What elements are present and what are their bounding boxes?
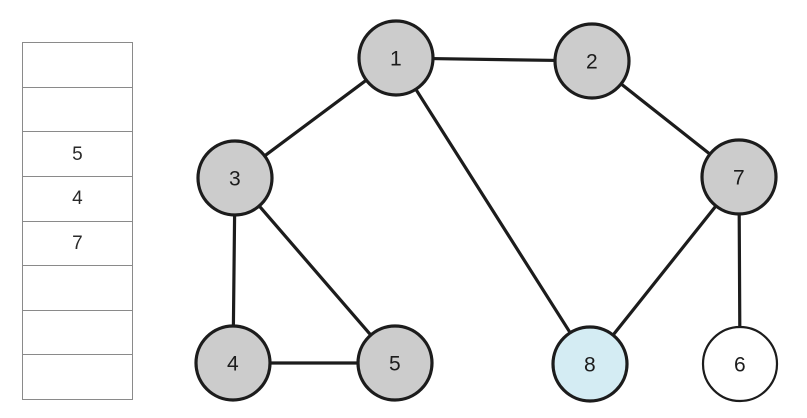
stack-cell[interactable] (23, 310, 132, 356)
graph-node-layer: 1 2 3 7 4 5 8 6 (194, 19, 779, 403)
stack-cell[interactable]: 7 (23, 221, 132, 267)
stack-panel: 5 4 7 (22, 42, 133, 400)
stack-cell[interactable] (23, 266, 132, 311)
graph-edge-2-7 (617, 81, 714, 157)
graph-node-label: 3 (229, 168, 241, 191)
graph-node-label: 4 (227, 353, 239, 376)
stack-cell[interactable] (23, 87, 132, 133)
stack-cell-value: 7 (72, 232, 83, 254)
stack-cell[interactable]: 4 (23, 176, 132, 222)
graph-node-6[interactable]: 6 (701, 325, 779, 403)
stack-cell-value: 4 (72, 188, 83, 210)
graph-node-circle (700, 138, 778, 216)
graph-edge-1-8 (413, 85, 573, 337)
graph-node-circle (551, 325, 629, 403)
graph-node-label: 5 (389, 353, 401, 376)
graph-node-1[interactable]: 1 (357, 19, 435, 97)
graph-node-3[interactable]: 3 (196, 139, 274, 217)
graph-node-label: 1 (390, 48, 402, 71)
graph-node-8[interactable]: 8 (551, 325, 629, 403)
stack-cell[interactable] (23, 43, 132, 88)
graph-edge-1-3 (261, 77, 370, 159)
graph-node-label: 7 (733, 167, 745, 190)
graph-node-2[interactable]: 2 (553, 22, 631, 100)
stack-cell[interactable]: 5 (23, 132, 132, 177)
graph-edge-1-2 (429, 56, 559, 63)
graph-edge-7-6 (737, 210, 742, 331)
stack-cell[interactable] (23, 355, 132, 399)
graph-node-5[interactable]: 5 (356, 324, 434, 402)
graph-node-label: 2 (586, 51, 598, 74)
graph-node-4[interactable]: 4 (194, 324, 272, 402)
graph-node-7[interactable]: 7 (700, 138, 778, 216)
graph-edge-3-4 (231, 211, 237, 330)
graph-edge-7-8 (610, 202, 719, 339)
graph-node-circle (553, 22, 631, 100)
graph-node-circle (194, 324, 272, 402)
graph-edge-layer (231, 56, 742, 365)
graph-node-label: 6 (734, 354, 746, 377)
graph-edge-3-5 (256, 202, 374, 339)
graph-node-circle (357, 19, 435, 97)
stack-cell-value: 5 (72, 143, 83, 165)
graph-node-circle (356, 324, 434, 402)
graph-node-label: 8 (584, 354, 596, 377)
graph-node-circle (196, 139, 274, 217)
graph-node-circle (701, 325, 779, 403)
